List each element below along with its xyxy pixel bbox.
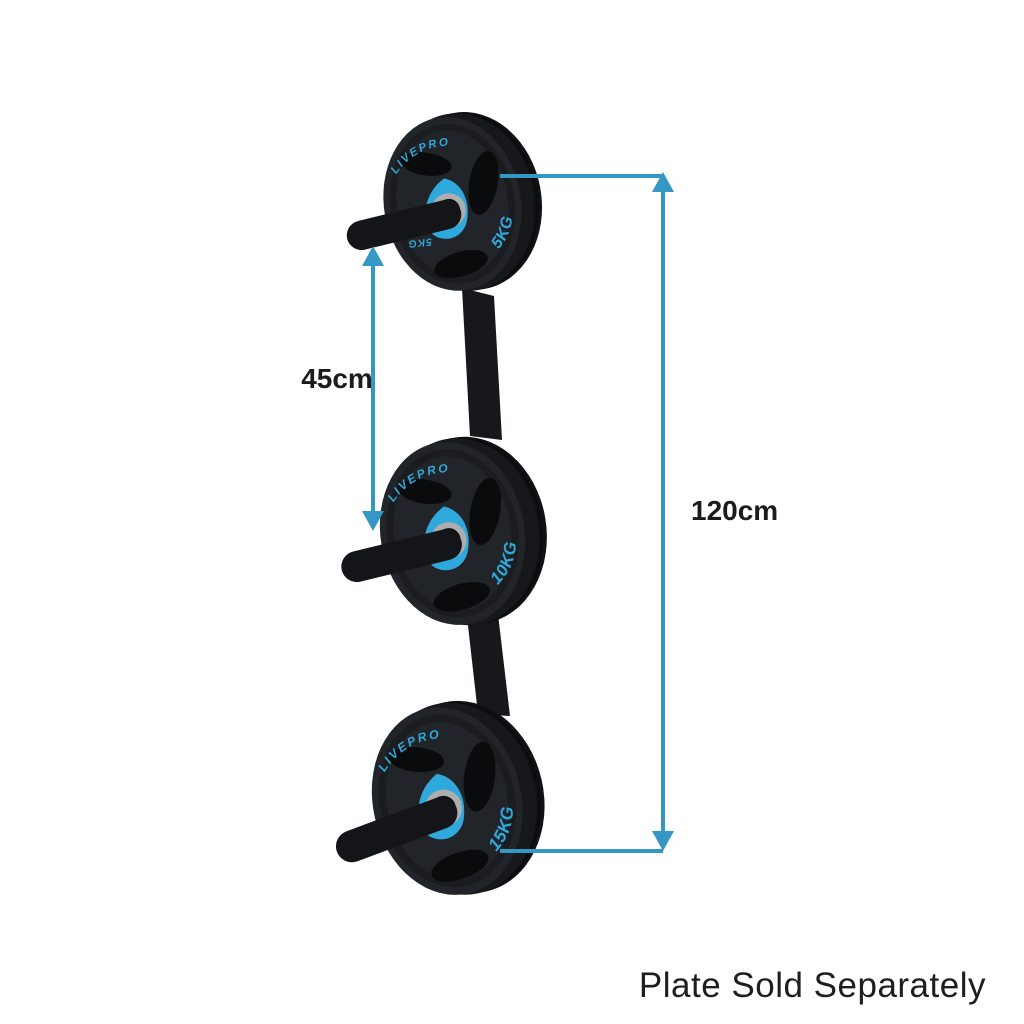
dimension-label-120cm: 120cm bbox=[691, 495, 779, 526]
grip-cutout bbox=[433, 581, 490, 612]
dimension-label-45cm: 45cm bbox=[301, 363, 373, 394]
grip-cutout bbox=[463, 741, 496, 812]
grip-cutout bbox=[388, 746, 445, 773]
plate-sold-separately-note: Plate Sold Separately bbox=[638, 966, 986, 1005]
storage-peg bbox=[335, 796, 458, 863]
plate-bottom-15kg: LIVEPRO 15KG bbox=[335, 700, 545, 895]
plate-top-5kg: LIVEPRO 5KG 5KG bbox=[346, 112, 543, 292]
storage-peg bbox=[341, 529, 462, 583]
grip-cutout bbox=[468, 151, 499, 215]
dimension-arrow-45cm bbox=[362, 246, 384, 531]
grip-cutout bbox=[400, 152, 452, 176]
weight-label-side: 5KG bbox=[407, 235, 432, 248]
grip-cutout bbox=[469, 477, 502, 546]
grip-cutout bbox=[398, 479, 452, 505]
bracket-bar-lower bbox=[466, 608, 510, 716]
bracket-bar-upper bbox=[462, 288, 502, 440]
grip-cutout bbox=[434, 249, 488, 279]
arrow-down-icon bbox=[652, 831, 674, 851]
arrow-down-icon bbox=[362, 511, 384, 531]
arrow-up-icon bbox=[652, 172, 674, 192]
storage-peg bbox=[346, 199, 462, 251]
dimension-arrow-120cm bbox=[500, 172, 674, 853]
arrow-up-icon bbox=[362, 246, 384, 266]
plate-middle-10kg: LIVEPRO 10KG bbox=[341, 436, 547, 626]
grip-cutout bbox=[431, 849, 489, 882]
